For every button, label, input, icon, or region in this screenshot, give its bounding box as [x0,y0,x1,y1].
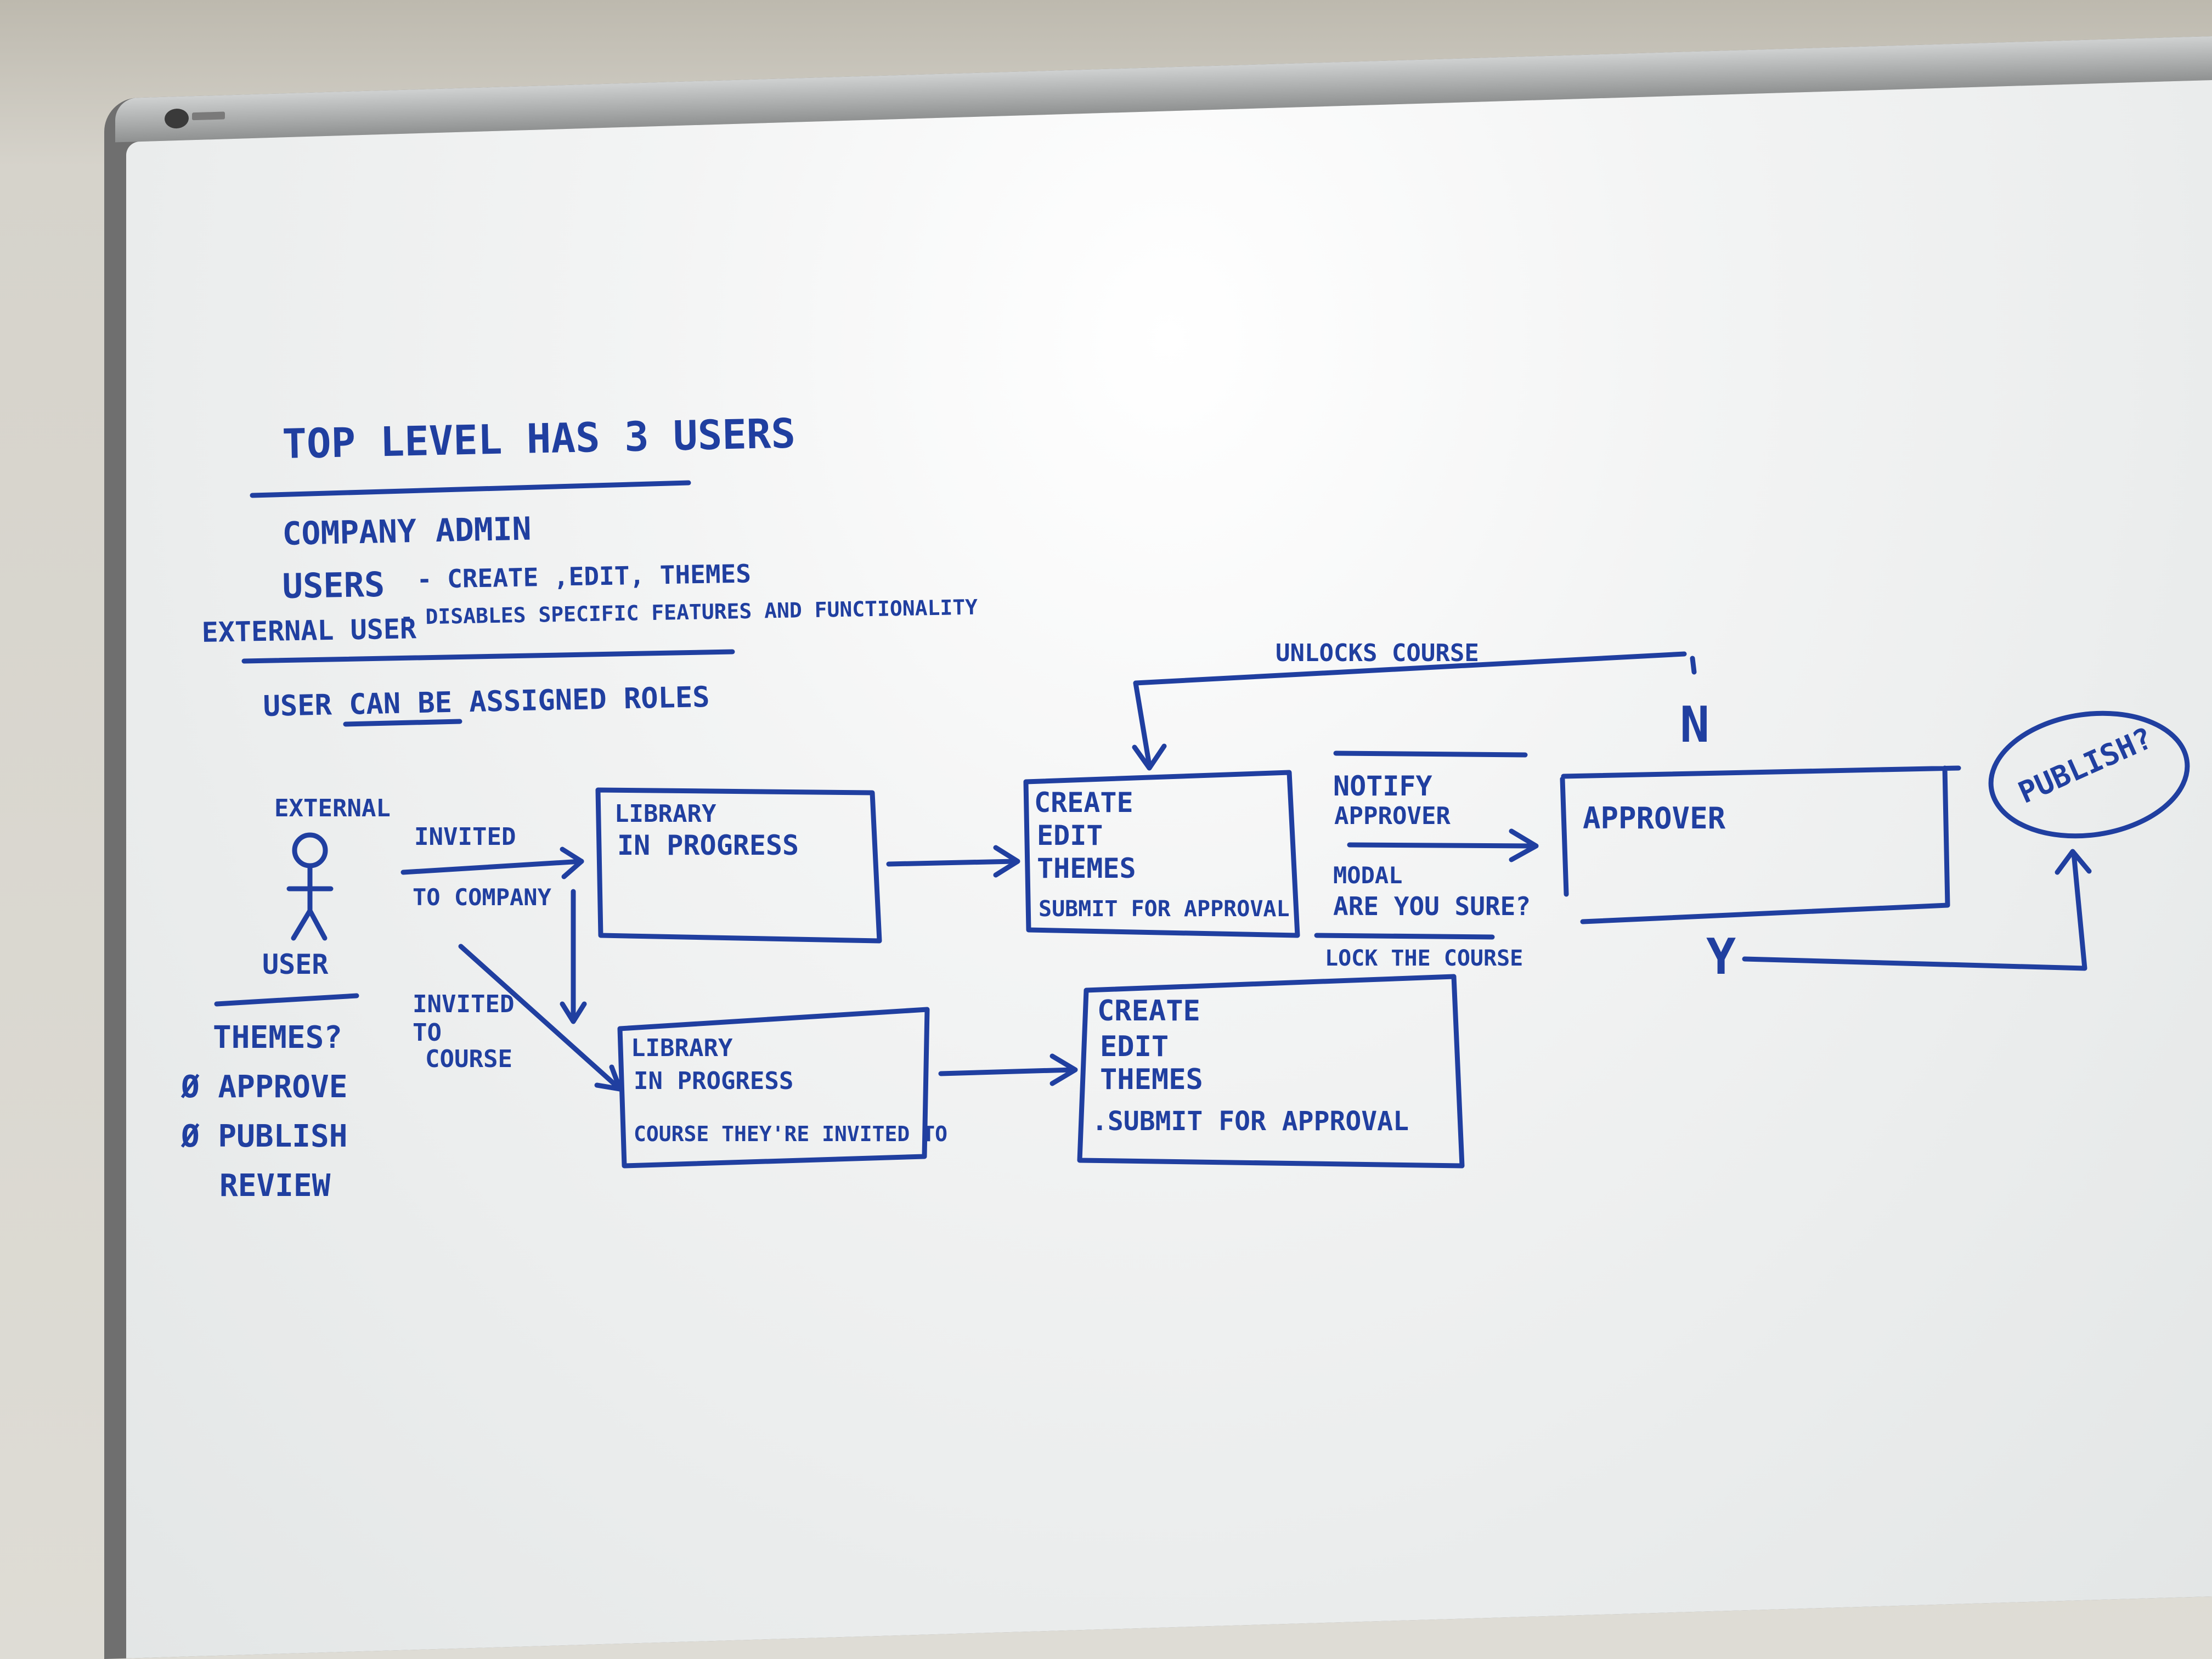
arrow-notify-approver [1347,842,1536,849]
arrow-library-bottom-to-create [938,1067,1075,1076]
edge-invited-company-line1: INVITED [414,823,516,851]
arrow-notify-approver-head [1509,828,1539,862]
unlocks-tick [1690,656,1697,675]
box-library-top [595,787,882,944]
box-library-bottom-line2: IN PROGRESS [634,1067,793,1095]
roles-note: USER CAN BE ASSIGNED ROLES [263,681,710,723]
user-type-users-note: - CREATE ,EDIT, THEMES [416,558,751,594]
edge-unlocks-label: UNLOCKS COURSE [1276,639,1479,667]
box-approver-label: APPROVER [1583,801,1726,836]
edge-yes-label: Y [1706,928,1736,986]
arrow-yes-to-publish [1742,850,2087,971]
roles-underline [343,719,462,727]
actor-underline [214,993,359,1007]
actor-perm-approve: Ø APPROVE [180,1069,347,1105]
user-type-external-note: - DISABLES SPECIFIC FEATURES AND FUNCTIO… [400,595,978,629]
user-type-users: USERS [282,565,385,606]
title-underline [250,480,691,498]
box-create-bottom-line2: EDIT [1100,1030,1169,1063]
box-create-bottom-line1: CREATE [1097,995,1200,1028]
box-create-top-line1: CREATE [1034,787,1133,819]
arrow-library-top-to-create [886,859,1018,867]
actor-perm-publish: Ø PUBLISH [180,1119,347,1154]
user-type-external: EXTERNAL USER [201,613,417,648]
box-library-bottom-line3: COURSE THEY'RE INVITED TO [634,1122,947,1146]
arrow-library-bottom-to-create-head [1049,1053,1078,1086]
arrow-unlocks-course [1133,651,1687,768]
box-create-bottom [1077,974,1465,1169]
actor-perm-review: REVIEW [219,1168,331,1204]
arrow-yes-to-publish-head [2055,849,2092,875]
edge-notify-line2: APPROVER [1334,802,1451,830]
edge-no-label: N [1680,696,1709,754]
box-approver [1560,765,1961,924]
edge-modal-line2: ARE YOU SURE? [1333,891,1531,921]
box-create-bottom-line3: THEMES [1100,1063,1203,1096]
arrow-invited-course [458,944,623,1092]
edge-notify-line1: NOTIFY [1333,770,1432,802]
actor-perm-themes: THEMES? [213,1020,342,1056]
box-create-top-line3: THEMES [1037,853,1136,884]
box-create-top-line4: SUBMIT FOR APPROVAL [1039,896,1290,922]
arrow-unlocks-course-head [1132,743,1167,771]
arrow-library-top-to-create-head [993,845,1020,878]
box-create-top [1023,770,1300,938]
notify-overline [1333,751,1528,758]
user-types-underline [241,649,735,664]
box-library-bottom-line1: LIBRARY [631,1034,733,1062]
actor-bottom-label: USER [262,949,329,980]
edge-invited-course-line3: COURSE [425,1045,512,1073]
edge-lock-label: LOCK THE COURSE [1325,946,1523,971]
box-library-bottom [617,1007,930,1169]
actor-top-label: EXTERNAL [274,794,391,822]
publish-label: PUBLISH? [2013,721,2158,810]
edge-invited-course-line2: TO [413,1019,442,1047]
edge-invited-course-line1: INVITED [413,990,514,1018]
box-library-top-line1: LIBRARY [614,800,716,828]
edge-modal-line1: MODAL [1333,862,1402,889]
stick-figure-icon [286,832,334,941]
user-type-company-admin: COMPANY ADMIN [282,510,532,552]
arrow-invited-company [400,859,584,875]
arrow-company-down-head [560,1001,587,1024]
box-create-top-line2: EDIT [1037,820,1103,851]
box-library-top-line2: IN PROGRESS [617,830,799,861]
edge-invited-company-line2: TO COMPANY [413,884,552,911]
publish-ellipse [1988,710,2190,839]
box-create-bottom-line4: .SUBMIT FOR APPROVAL [1092,1106,1409,1137]
arrow-invited-company-head [560,847,584,879]
title-text: TOP LEVEL HAS 3 USERS [282,410,796,468]
modal-underline [1314,933,1495,940]
